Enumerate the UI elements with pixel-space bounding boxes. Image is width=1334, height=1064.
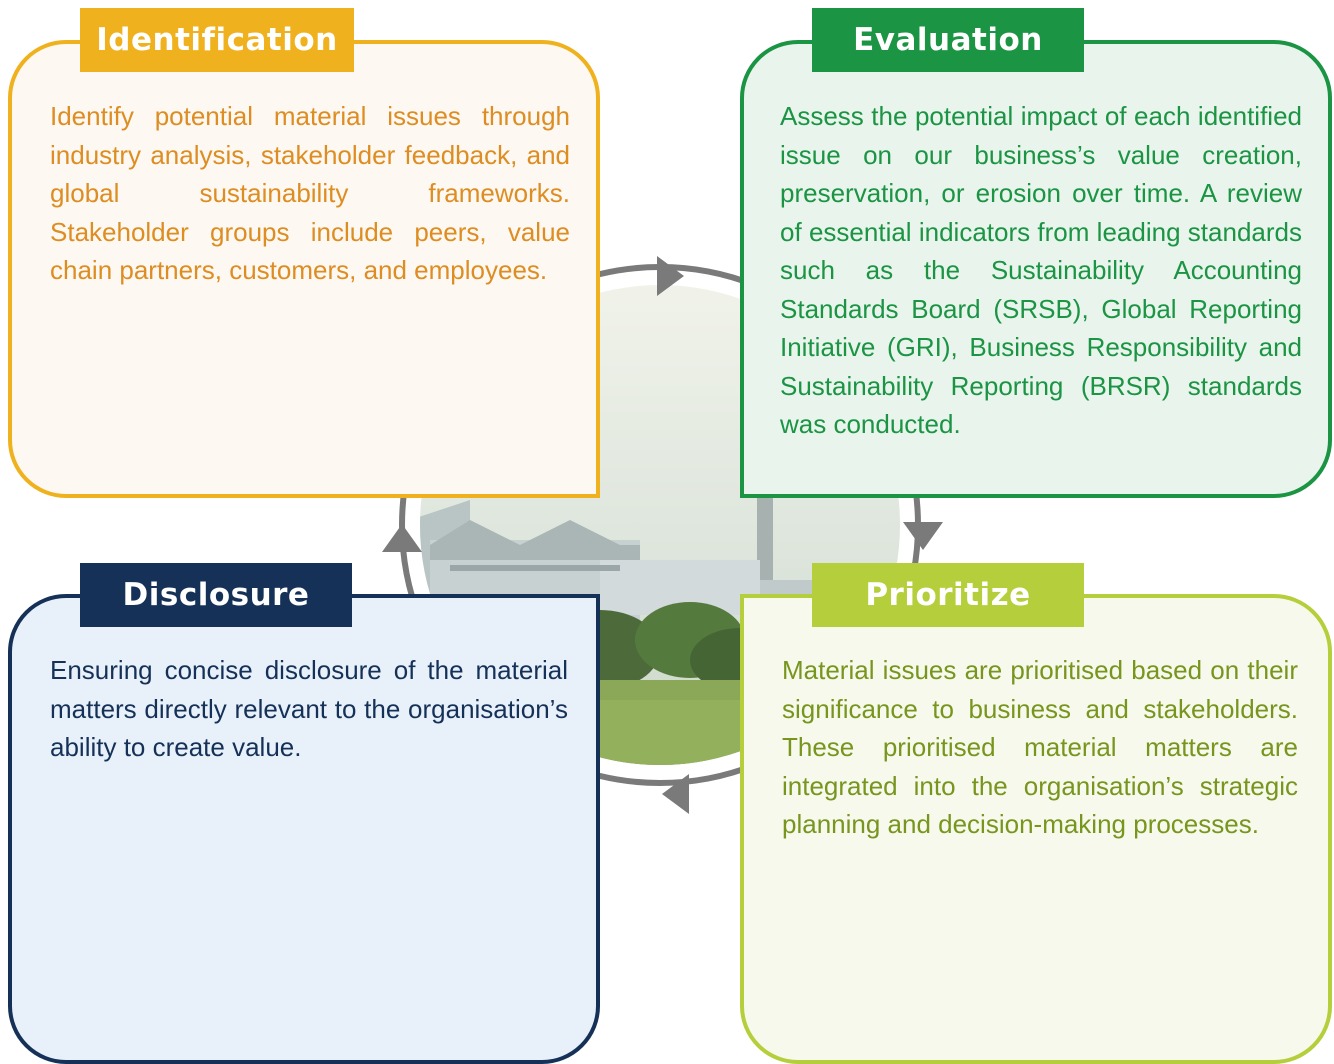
- disclosure-title: Disclosure: [80, 563, 352, 627]
- evaluation-title: Evaluation: [812, 8, 1084, 72]
- evaluation-text: Assess the potential impact of each iden…: [780, 101, 1302, 439]
- evaluation-card: Assess the potential impact of each iden…: [740, 40, 1332, 498]
- identification-card: Identify potential material issues throu…: [8, 40, 600, 498]
- disclosure-text: Ensuring concise disclosure of the mater…: [50, 655, 568, 762]
- prioritize-card: Material issues are prioritised based on…: [740, 594, 1332, 1064]
- arrow-up-icon: [382, 524, 422, 552]
- arrow-down-icon: [903, 522, 943, 550]
- identification-title: Identification: [80, 8, 354, 72]
- prioritize-title: Prioritize: [812, 563, 1084, 627]
- arrow-left-icon: [662, 774, 689, 814]
- prioritize-text: Material issues are prioritised based on…: [782, 655, 1298, 839]
- disclosure-card: Ensuring concise disclosure of the mater…: [8, 594, 600, 1064]
- arrow-right-icon: [657, 256, 684, 296]
- identification-text: Identify potential material issues throu…: [50, 101, 570, 285]
